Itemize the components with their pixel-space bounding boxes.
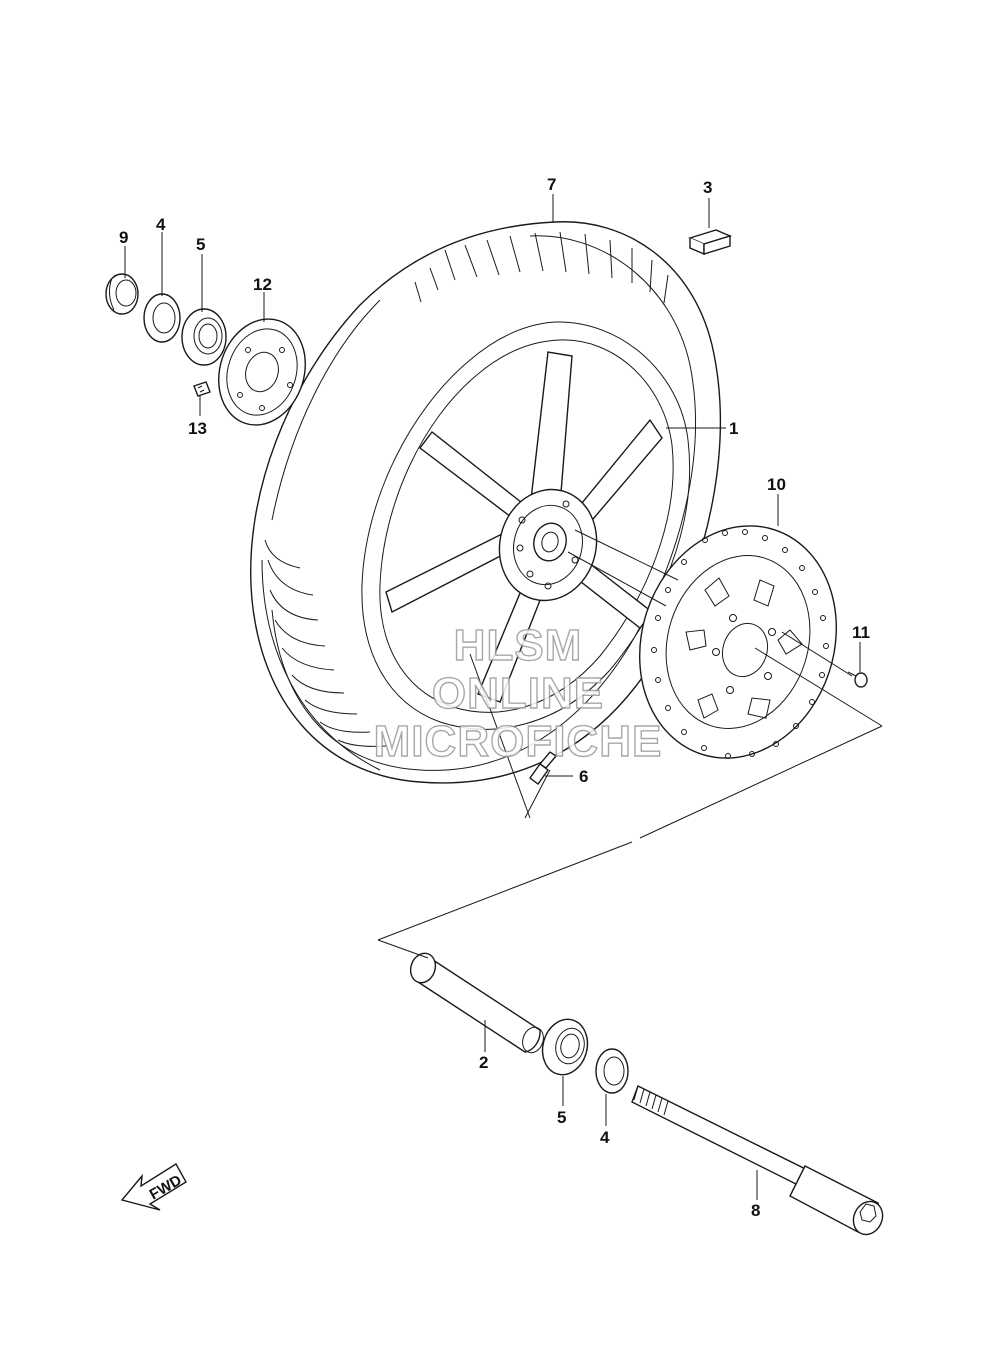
callout-5-left: 5	[196, 235, 205, 254]
spacer-collar-9	[105, 273, 139, 315]
tire	[250, 221, 721, 784]
bolt-13	[193, 381, 211, 397]
callout-10: 10	[767, 475, 786, 494]
callout-11: 11	[852, 623, 870, 642]
callout-labels: 1 2 3 4 4 5 5 6 7 8 9 10 11 12 13	[119, 175, 870, 1220]
bearing-5-right	[541, 1018, 589, 1076]
watermark-line-1: HLSM	[454, 621, 583, 670]
callout-1: 1	[729, 419, 738, 438]
callout-8: 8	[751, 1201, 760, 1220]
watermark: HLSM ONLINE MICROFICHE	[373, 620, 663, 766]
oil-seal-4-left	[143, 293, 181, 343]
callout-3: 3	[703, 178, 712, 197]
oil-seal-4-right	[595, 1048, 629, 1094]
disc-bolt-11	[847, 671, 868, 688]
assembly-lines	[377, 529, 883, 959]
wheel-rim	[385, 351, 663, 703]
brake-disc	[638, 525, 838, 759]
callout-4-left: 4	[156, 215, 166, 234]
balance-weight-3	[687, 229, 733, 256]
axle-8	[631, 1085, 884, 1236]
sprocket-drum-12	[218, 318, 306, 426]
watermark-line-3: MICROFICHE	[374, 717, 663, 766]
fwd-direction-arrow: FWD	[120, 1163, 187, 1211]
callout-13: 13	[188, 419, 207, 438]
leader-lines	[124, 194, 861, 1200]
callout-5-right: 5	[557, 1108, 566, 1127]
callout-6: 6	[579, 767, 588, 786]
valve-6	[529, 751, 558, 785]
callout-12: 12	[253, 275, 272, 294]
disc-holes	[651, 529, 829, 759]
callout-4-right: 4	[600, 1128, 610, 1147]
watermark-line-2: ONLINE	[432, 669, 604, 718]
callout-2: 2	[479, 1053, 488, 1072]
bearing-5-left	[181, 308, 227, 366]
spacer-2	[409, 952, 544, 1054]
callout-9: 9	[119, 228, 128, 247]
callout-7: 7	[547, 175, 556, 194]
